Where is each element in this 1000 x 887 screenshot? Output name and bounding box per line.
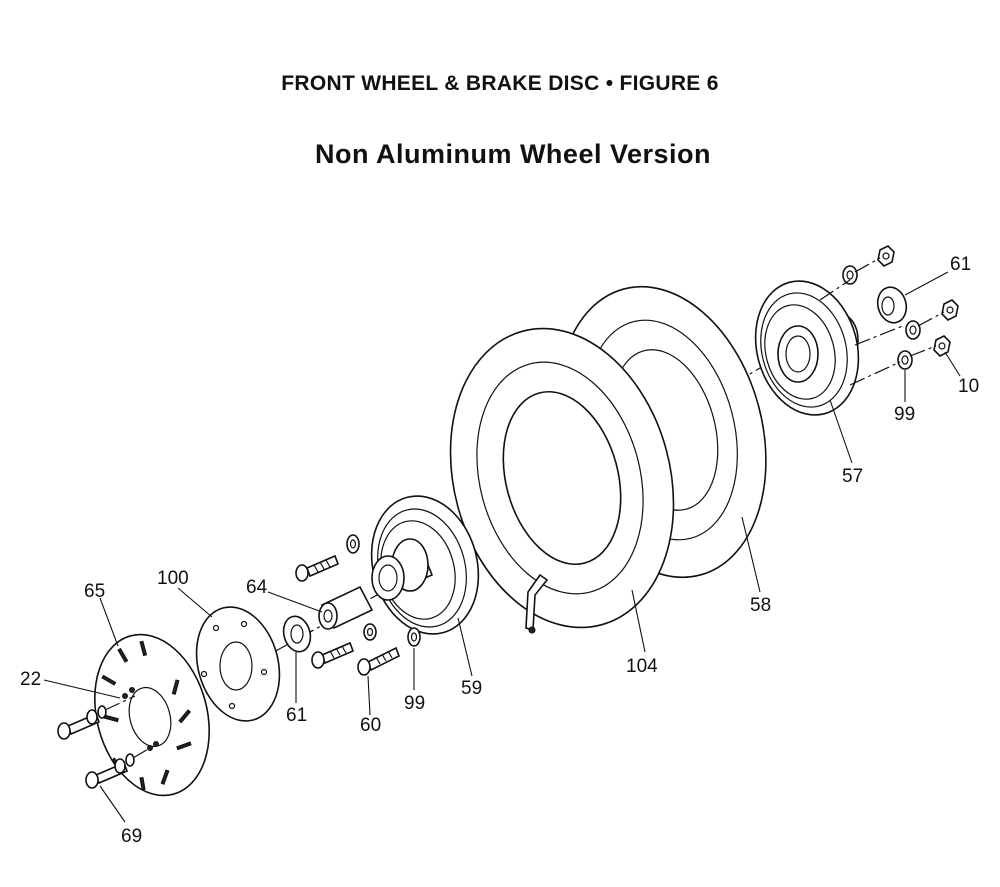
washer-upper-mid [346, 534, 360, 554]
bolt-60-lower-b [357, 646, 401, 676]
brake-disc-65 [93, 633, 211, 797]
leader-60 [367, 675, 371, 716]
leader-64 [267, 591, 323, 613]
callout-59: 59 [461, 678, 482, 699]
callout-22: 22 [20, 669, 41, 690]
washer-mid-right [905, 320, 921, 340]
hub-half-57 [754, 280, 860, 416]
nut-mid-right [941, 299, 959, 321]
callout-64: 64 [246, 577, 268, 598]
washer-99-right [897, 350, 913, 370]
leader-58 [741, 516, 761, 593]
washer-lower-mid [363, 623, 377, 641]
bolt-60-upper [295, 554, 340, 582]
leader-22 [43, 679, 121, 699]
leader-100 [177, 587, 213, 618]
washer-upper-right [842, 265, 858, 285]
inner-tube-104 [449, 327, 675, 634]
bearing-61-top [876, 286, 908, 324]
callout-61-top: 61 [950, 254, 971, 275]
leader-57 [829, 399, 853, 464]
bolt-69-upper [57, 705, 107, 740]
leader-61-top [904, 271, 949, 296]
leader-65 [99, 597, 119, 647]
callout-65: 65 [84, 581, 105, 602]
nut-10 [933, 335, 951, 357]
nut-top-right [877, 245, 895, 267]
bearing-61-left [282, 615, 312, 653]
callout-60: 60 [360, 715, 381, 736]
bolt-69-lower [85, 753, 135, 789]
callout-99-mid: 99 [404, 693, 425, 714]
adapter-plate-100 [195, 606, 281, 722]
leader-69 [99, 785, 126, 823]
hub-half-59 [370, 495, 480, 635]
figure-subtitle: Non Aluminum Wheel Version [314, 139, 712, 169]
callout-99-right: 99 [894, 404, 915, 425]
callout-69: 69 [121, 826, 142, 847]
callout-100: 100 [157, 568, 189, 589]
callout-10: 10 [958, 376, 979, 397]
callout-104: 104 [626, 656, 658, 677]
spacer-64 [318, 585, 374, 630]
callout-61-left: 61 [286, 705, 307, 726]
washer-99-mid [407, 627, 421, 647]
leader-104 [631, 589, 646, 653]
leader-59 [457, 617, 473, 677]
callout-57: 57 [842, 466, 863, 487]
figure-title: FRONT WHEEL & BRAKE DISC • FIGURE 6 [281, 72, 719, 95]
callout-58: 58 [750, 595, 771, 616]
bolt-60-lower-a [311, 641, 355, 669]
leader-10 [944, 351, 961, 377]
